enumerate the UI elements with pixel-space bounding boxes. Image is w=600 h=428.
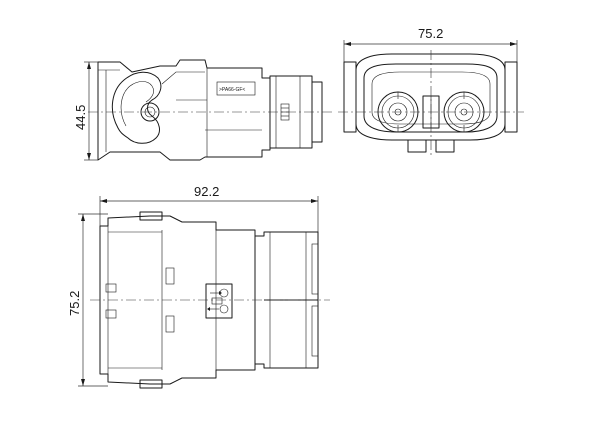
side-height-dimension: 44.5 xyxy=(73,105,88,130)
lock-symbol-icon xyxy=(210,288,229,298)
side-view: >PA66-GF< 44.5 xyxy=(73,59,332,161)
unlock-symbol-icon xyxy=(207,304,229,314)
front-view: 75.2 xyxy=(338,26,524,158)
front-width-dimension: 75.2 xyxy=(418,26,443,41)
top-width-dimension: 75.2 xyxy=(67,291,82,316)
top-view: 92.2 75.2 xyxy=(67,184,330,389)
top-length-dimension: 92.2 xyxy=(194,184,219,199)
part-marking-label: >PA66-GF< xyxy=(219,87,245,93)
